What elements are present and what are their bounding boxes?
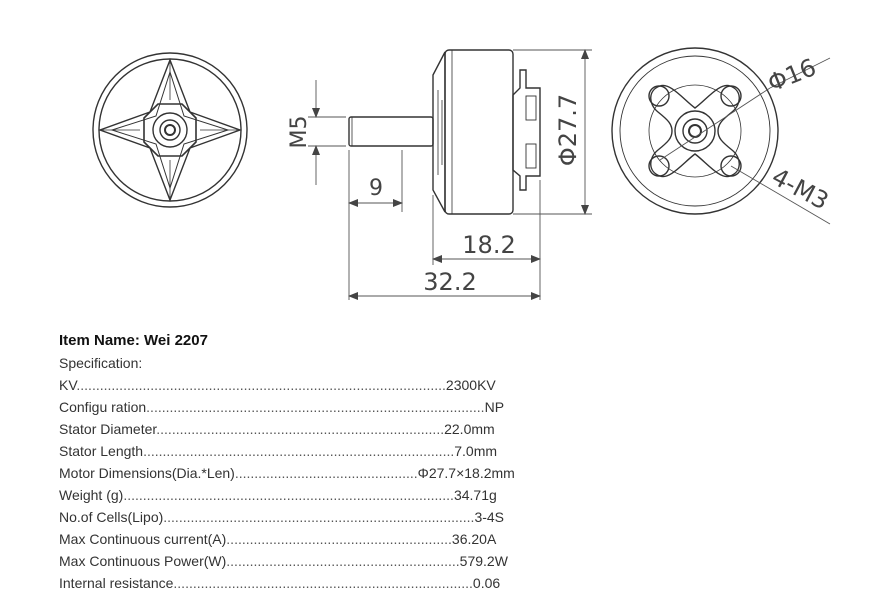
spec-row: Max Continuous Power(W).................… bbox=[59, 550, 619, 572]
spec-value: 0.06 bbox=[472, 575, 501, 591]
spec-row: Max Continuous current(A)...............… bbox=[59, 528, 619, 550]
spec-value: 579.2W bbox=[459, 553, 508, 569]
spec-value: 34.71g bbox=[453, 487, 497, 503]
spec-leader-dots: ........................................… bbox=[226, 553, 460, 569]
dim-mount-circle: Φ16 bbox=[764, 53, 820, 97]
motor-side-view bbox=[348, 49, 541, 215]
spec-value: 7.0mm bbox=[454, 443, 498, 459]
spec-leader-dots: ........................................… bbox=[143, 443, 455, 459]
spec-value: 22.0mm bbox=[444, 421, 495, 437]
spec-leader-dots: ........................................… bbox=[173, 575, 473, 591]
dim-mount-holes: 4-M3 bbox=[767, 163, 833, 216]
motor-technical-drawing: M5 9 18.2 32.2 Φ27.7 Φ16 4-M3 bbox=[92, 47, 833, 300]
motor-bottom-view bbox=[611, 47, 779, 215]
dim-bell-length: 18.2 bbox=[462, 231, 515, 259]
spec-value: Φ27.7×18.2mm bbox=[417, 465, 515, 481]
spec-label: Internal resistance bbox=[59, 575, 174, 591]
dim-shaft-length: 9 bbox=[369, 176, 383, 201]
spec-value: 36.20A bbox=[451, 531, 497, 547]
spec-leader-dots: ........................................… bbox=[123, 487, 454, 503]
spec-label: Max Continuous Power(W) bbox=[59, 553, 227, 569]
dimension-lines bbox=[308, 49, 831, 300]
spec-leader-dots: ........................................… bbox=[226, 531, 452, 547]
dim-shaft-thread: M5 bbox=[287, 116, 312, 149]
spec-row: Internal resistance.....................… bbox=[59, 572, 619, 594]
spec-label: Weight (g) bbox=[59, 487, 124, 503]
spec-label: Stator Diameter bbox=[59, 421, 157, 437]
dim-total-length: 32.2 bbox=[423, 268, 476, 296]
spec-label: Stator Length bbox=[59, 443, 144, 459]
spec-label: No.of Cells(Lipo) bbox=[59, 509, 164, 525]
spec-row: KV......................................… bbox=[59, 374, 619, 396]
spec-value: 3-4S bbox=[474, 509, 505, 525]
spec-leader-dots: ........................................… bbox=[156, 421, 445, 437]
item-name: Item Name: Wei 2207 bbox=[59, 332, 208, 349]
spec-row: Stator Diameter.........................… bbox=[59, 418, 619, 440]
spec-row: No.of Cells(Lipo).......................… bbox=[59, 506, 619, 528]
dim-diameter: Φ27.7 bbox=[554, 94, 582, 166]
spec-row: Weight (g)..............................… bbox=[59, 484, 619, 506]
spec-row: Stator Length...........................… bbox=[59, 440, 619, 462]
spec-leader-dots: ........................................… bbox=[76, 377, 446, 393]
spec-leader-dots: ........................................… bbox=[163, 509, 475, 525]
spec-row: Configu ration..........................… bbox=[59, 396, 619, 418]
motor-top-view bbox=[92, 52, 248, 208]
spec-leader-dots: ........................................… bbox=[234, 465, 418, 481]
spec-row: Motor Dimensions(Dia.*Len)..............… bbox=[59, 462, 619, 484]
spec-label: Motor Dimensions(Dia.*Len) bbox=[59, 465, 235, 481]
spec-heading: Specification: bbox=[59, 355, 143, 371]
specification-section: Item Name: Wei 2207 Specification: KV...… bbox=[59, 330, 619, 594]
spec-list: KV......................................… bbox=[59, 374, 619, 594]
spec-value: NP bbox=[484, 399, 505, 415]
spec-label: Configu ration bbox=[59, 399, 147, 415]
spec-value: 2300KV bbox=[445, 377, 496, 393]
spec-leader-dots: ........................................… bbox=[146, 399, 485, 415]
spec-label: KV bbox=[59, 377, 77, 393]
spec-label: Max Continuous current(A) bbox=[59, 531, 227, 547]
